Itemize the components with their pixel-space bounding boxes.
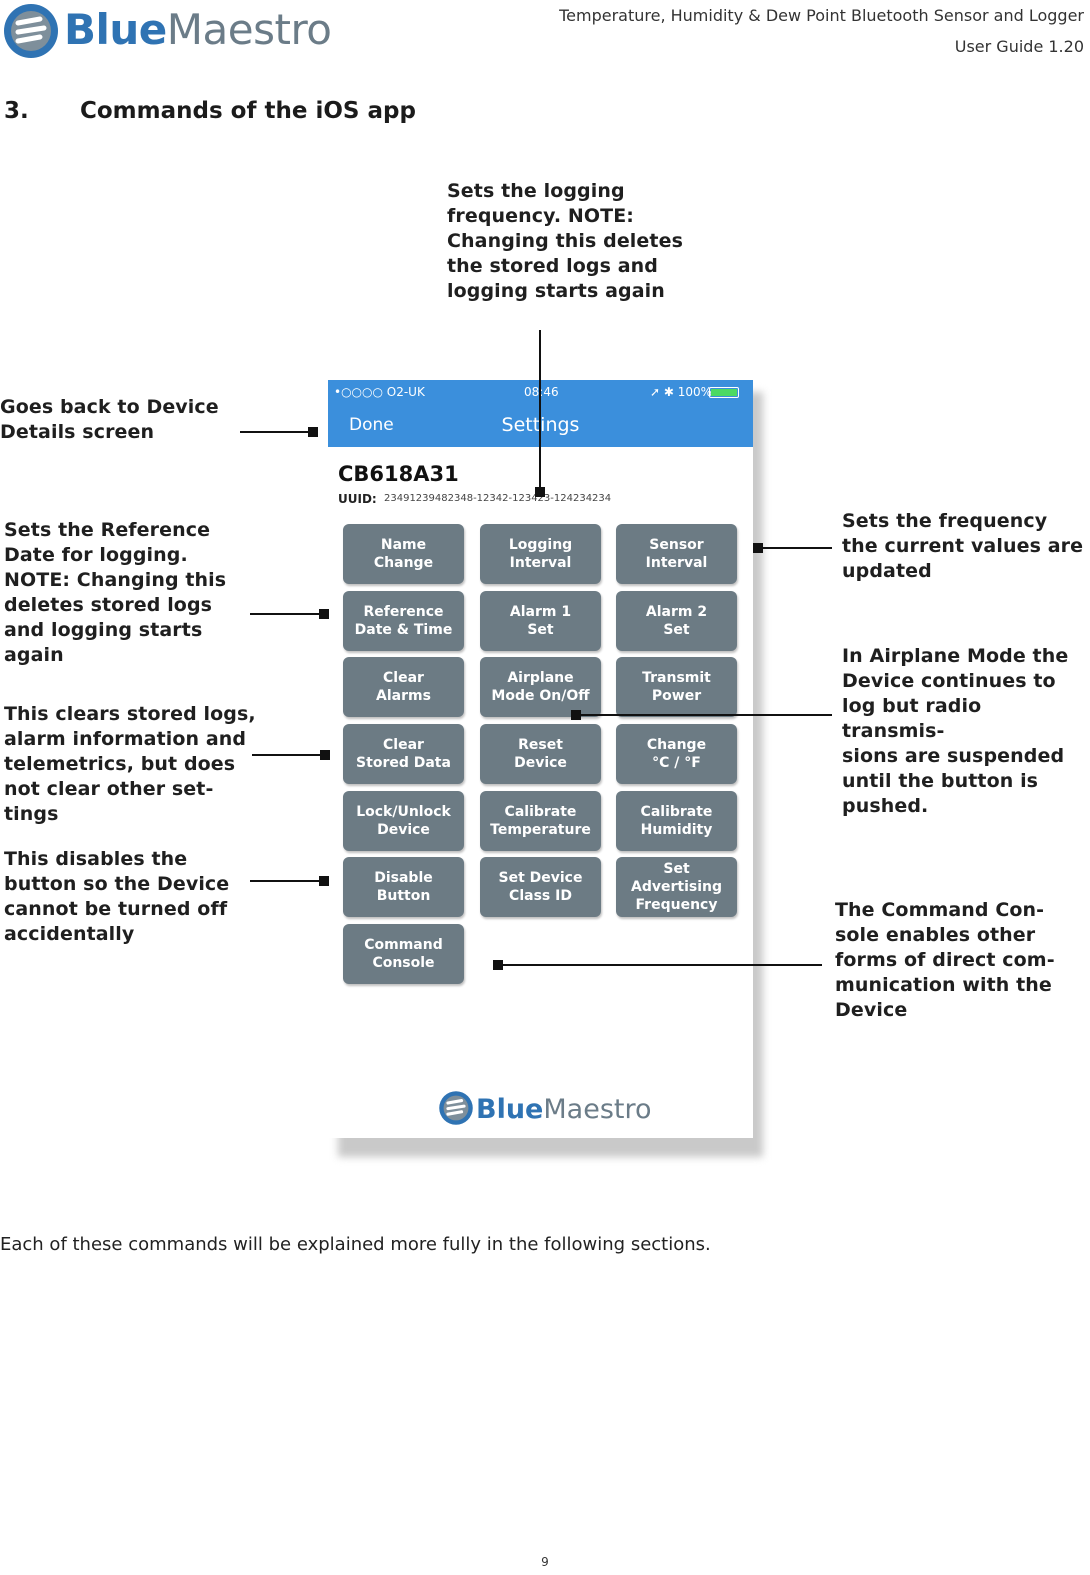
battery-icon (709, 387, 739, 398)
status-icons: ➚ ✱ 100% (650, 385, 713, 399)
disable-button-button[interactable]: Disable Button (343, 857, 464, 917)
body-paragraph: Each of these commands will be explained… (0, 1234, 711, 1255)
footer-logo-blue: Blue (476, 1094, 544, 1125)
callout-marker-airplane (571, 710, 581, 720)
status-time: 08:46 (524, 385, 559, 399)
clear-stored-data-button[interactable]: Clear Stored Data (343, 724, 464, 784)
set-device-class-button[interactable]: Set Device Class ID (480, 857, 601, 917)
alarm-2-button[interactable]: Alarm 2 Set (616, 591, 737, 651)
callout-marker-sensor (753, 543, 763, 553)
lock-unlock-button[interactable]: Lock/Unlock Device (343, 791, 464, 851)
document-version: User Guide 1.20 (954, 37, 1084, 56)
change-units-button[interactable]: Change °C / °F (616, 724, 737, 784)
annotation-done-button: Goes back to Device Details screen (0, 396, 219, 443)
annotation-logging-interval: Sets the logging frequency. NOTE: Changi… (447, 180, 683, 302)
footer-logo: BlueMaestro (438, 1090, 652, 1130)
callout-marker-clear (320, 750, 330, 760)
annotation-clear-stored-data: This clears stored logs, alarm informati… (4, 703, 256, 825)
reset-device-button[interactable]: Reset Device (480, 724, 601, 784)
logo-text-gray: Maestro (166, 5, 332, 54)
callout-marker-reference (319, 609, 329, 619)
status-battery-text: 100% (677, 385, 713, 399)
annotation-command-console: The Command Con- sole enables other form… (835, 899, 1055, 1021)
name-change-button[interactable]: Name Change (343, 524, 464, 584)
annotation-airplane-mode: In Airplane Mode the Device continues to… (842, 645, 1069, 817)
bluemaestro-logo: BlueMaestro (0, 0, 332, 62)
uuid-value: 23491239482348-12342-123423-124234234 (384, 493, 612, 504)
device-id: CB618A31 (338, 462, 459, 486)
status-carrier: •○○○○ O2-UK (334, 385, 425, 399)
callout-marker-logging (535, 487, 545, 497)
callout-marker-disable (319, 876, 329, 886)
logging-interval-button[interactable]: Logging Interval (480, 524, 601, 584)
logo-text-blue: Blue (64, 5, 167, 54)
callout-marker-console (493, 960, 503, 970)
command-console-button[interactable]: Command Console (343, 924, 464, 984)
footer-logo-mark-icon (439, 1091, 473, 1125)
footer-logo-gray: Maestro (543, 1094, 652, 1125)
airplane-mode-button[interactable]: Airplane Mode On/Off (480, 657, 601, 717)
document-title: Temperature, Humidity & Dew Point Blueto… (559, 6, 1084, 25)
section-title: Commands of the iOS app (80, 98, 416, 124)
transmit-power-button[interactable]: Transmit Power (616, 657, 737, 717)
page-number: 9 (541, 1555, 549, 1569)
uuid-label: UUID: (338, 492, 377, 506)
alarm-1-button[interactable]: Alarm 1 Set (480, 591, 601, 651)
annotation-disable-button: This disables the button so the Device c… (4, 848, 230, 945)
logo-mark-icon (4, 4, 58, 58)
phone-screen: •○○○○ O2-UK 08:46 ➚ ✱ 100% Settings Done… (328, 380, 753, 1138)
section-number: 3. (4, 98, 29, 124)
calibrate-temperature-button[interactable]: Calibrate Temperature (480, 791, 601, 851)
section-heading: 3. Commands of the iOS app (4, 98, 416, 124)
calibrate-humidity-button[interactable]: Calibrate Humidity (616, 791, 737, 851)
reference-date-button[interactable]: Reference Date & Time (343, 591, 464, 651)
annotation-sensor-interval: Sets the frequency the current values ar… (842, 510, 1084, 582)
callout-marker-done (308, 427, 318, 437)
set-advertising-frequency-button[interactable]: Set Advertising Frequency (616, 857, 737, 917)
sensor-interval-button[interactable]: Sensor Interval (616, 524, 737, 584)
annotation-reference-date: Sets the Reference Date for logging. NOT… (4, 519, 227, 666)
clear-alarms-button[interactable]: Clear Alarms (343, 657, 464, 717)
done-button[interactable]: Done (349, 415, 394, 435)
